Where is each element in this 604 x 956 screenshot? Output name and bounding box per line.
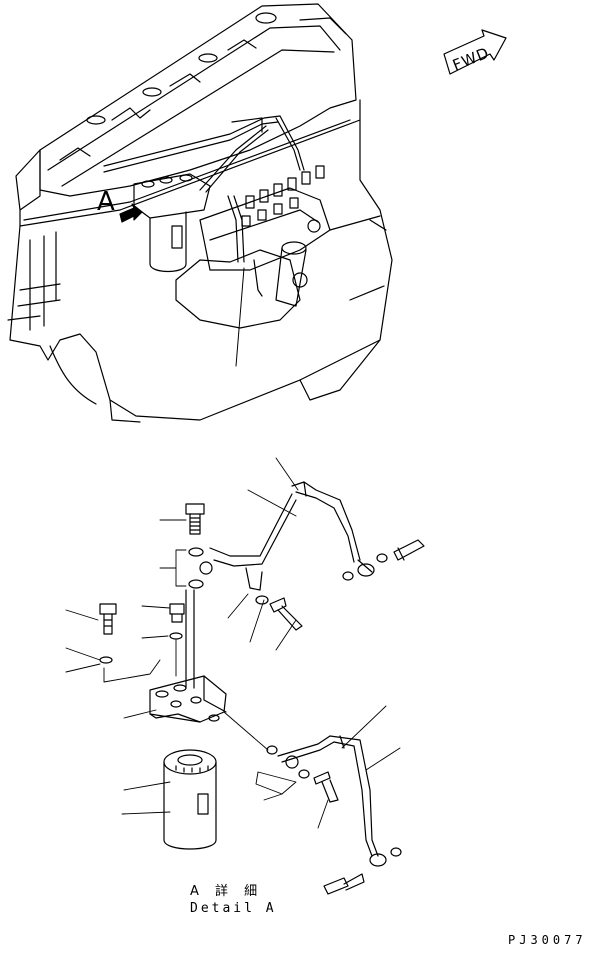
engine-block-illustration [7,3,393,423]
drawing-number: PJ30077 [508,933,587,947]
detail-caption-english: Detail A [190,901,277,916]
detail-a-exploded-view [65,457,425,895]
detail-caption-japanese: A 詳 細 [190,884,264,899]
view-a-label: A [97,187,115,217]
forward-direction-arrow-icon [443,29,507,75]
